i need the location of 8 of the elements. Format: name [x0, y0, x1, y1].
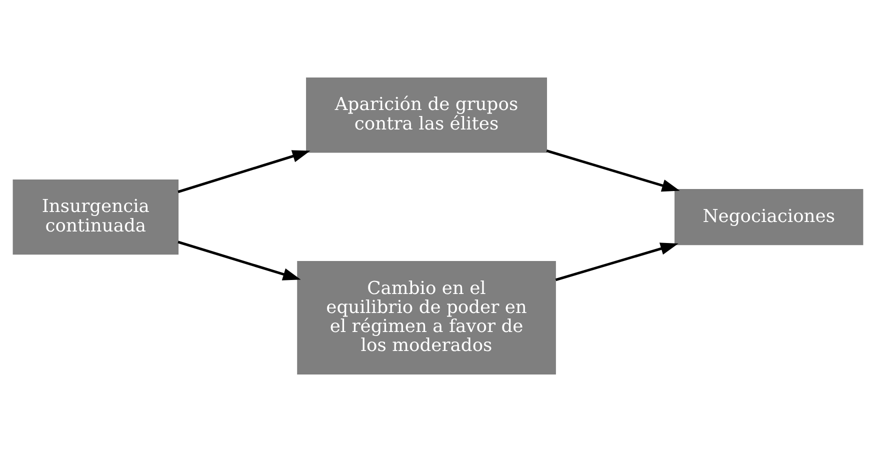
- node-box: Cambio en el equilibrio de poder en el régimen a favor de los moderados: [297, 261, 556, 375]
- node-box: Aparición de grupos contra las élites: [306, 77, 548, 153]
- node-box: Negociaciones: [674, 189, 864, 246]
- node-box: Insurgencia continuada: [12, 179, 179, 255]
- arrow: [546, 150, 680, 192]
- arrow: [178, 240, 301, 280]
- arrow: [555, 242, 678, 282]
- arrow: [178, 150, 310, 194]
